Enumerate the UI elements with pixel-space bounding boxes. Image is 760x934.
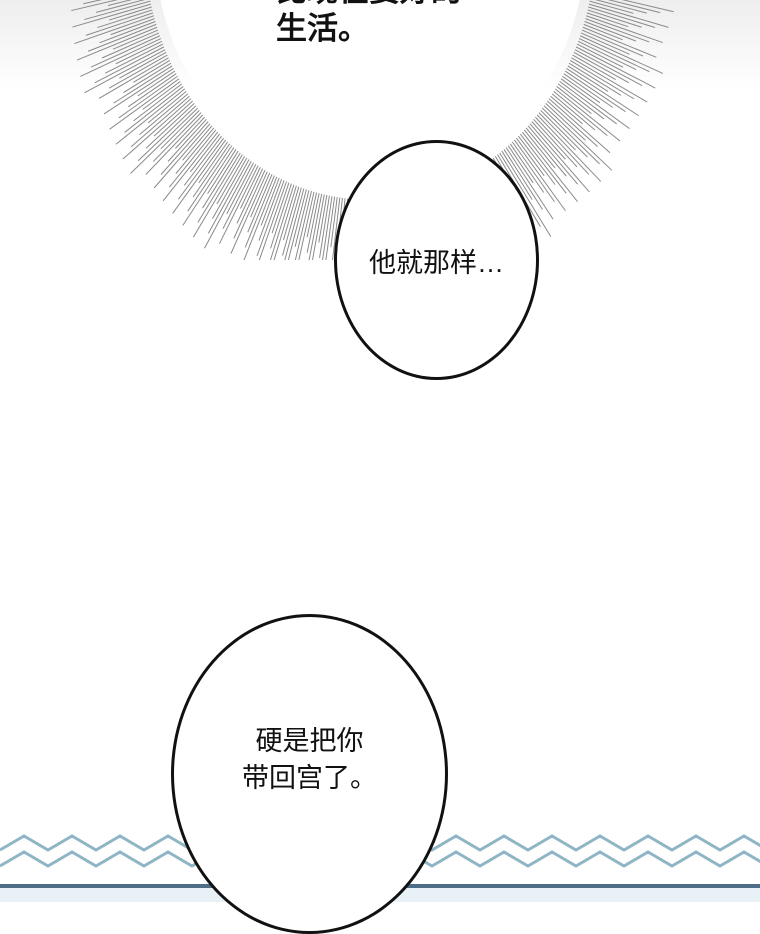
speed-line bbox=[199, 142, 228, 183]
speed-line bbox=[138, 71, 175, 96]
speed-line bbox=[573, 55, 616, 79]
speech-bubble-2: 硬是把你 带回宫了。 bbox=[171, 614, 448, 934]
speed-line bbox=[119, 76, 178, 118]
narration-line: 比现在要好的 bbox=[276, 0, 462, 10]
speed-line bbox=[582, 30, 643, 56]
speech-line: 他就那样… bbox=[369, 241, 504, 280]
speed-line bbox=[585, 19, 649, 42]
narration-line: 生活。 bbox=[276, 10, 462, 48]
narration-text-top: 比现在要好的 生活。 bbox=[276, 0, 462, 48]
speech-bubble-1: 他就那样… bbox=[334, 140, 539, 380]
speed-line bbox=[570, 60, 634, 98]
speed-line bbox=[205, 161, 252, 248]
speech-line: 硬是把你 bbox=[242, 723, 377, 760]
speed-line bbox=[565, 71, 625, 112]
speed-line bbox=[190, 134, 219, 172]
speed-line bbox=[184, 136, 221, 185]
speech-line: 带回宫了。 bbox=[242, 760, 377, 797]
speed-line bbox=[526, 128, 566, 176]
speed-line bbox=[295, 190, 309, 246]
speed-line bbox=[586, 16, 663, 43]
speed-line bbox=[109, 7, 152, 20]
speed-line bbox=[88, 24, 156, 51]
speed-line bbox=[148, 91, 186, 122]
speed-line bbox=[80, 39, 161, 77]
speed-line bbox=[524, 130, 555, 168]
speed-line bbox=[551, 96, 583, 124]
speed-line bbox=[590, 1, 634, 13]
speed-line bbox=[259, 179, 282, 240]
